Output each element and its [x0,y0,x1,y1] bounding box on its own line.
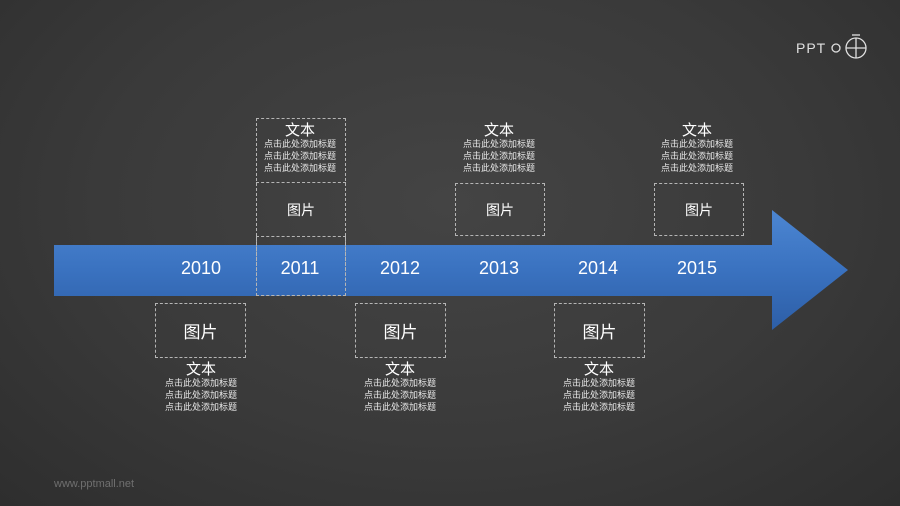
highlight-divider [256,182,346,183]
text-block-2010[interactable]: 文本 点击此处添加标题 点击此处添加标题 点击此处添加标题 [141,360,261,414]
text-block-2015[interactable]: 文本 点击此处添加标题 点击此处添加标题 点击此处添加标题 [637,121,757,175]
year-label-2011: 2011 [280,258,320,278]
year-label-2013: 2013 [478,258,520,278]
text-block-2014[interactable]: 文本 点击此处添加标题 点击此处添加标题 点击此处添加标题 [539,360,659,414]
text-line: 点击此处添加标题 [462,152,535,162]
text-block-2013[interactable]: 文本 点击此处添加标题 点击此处添加标题 点击此处添加标题 [439,121,559,175]
text-line: 点击此处添加标题 [462,164,535,174]
image-label: 图片 [183,323,218,343]
text-line: 点击此处添加标题 [263,164,336,174]
image-label: 图片 [685,202,713,219]
text-title: 文本 [483,121,514,139]
text-title: 文本 [681,121,712,139]
image-placeholder-2012[interactable]: 图片 [355,303,446,358]
year-label-2014: 2014 [577,258,619,278]
text-line: 点击此处添加标题 [462,140,535,150]
text-title: 文本 [384,360,415,378]
text-line: 点击此处添加标题 [164,403,237,413]
footer-url[interactable]: www.pptmall.net [54,478,135,490]
image-placeholder-2015[interactable]: 图片 [654,183,744,236]
year-label-2010: 2010 [180,258,222,278]
image-placeholder-2011[interactable]: 图片 [256,183,346,236]
image-label: 图片 [486,202,514,219]
text-title: 文本 [583,360,614,378]
text-line: 点击此处添加标题 [660,152,733,162]
text-line: 点击此处添加标题 [164,379,237,389]
text-title: 文本 [284,121,315,139]
text-line: 点击此处添加标题 [660,140,733,150]
image-placeholder-2014[interactable]: 图片 [554,303,645,358]
image-label: 图片 [383,323,418,343]
text-line: 点击此处添加标题 [363,379,436,389]
year-label-2015: 2015 [676,258,718,278]
text-line: 点击此处添加标题 [164,391,237,401]
text-line: 点击此处添加标题 [562,379,635,389]
text-block-2011[interactable]: 文本 点击此处添加标题 点击此处添加标题 点击此处添加标题 [240,121,360,175]
image-label: 图片 [287,202,315,219]
image-placeholder-2010[interactable]: 图片 [155,303,246,358]
image-placeholder-2013[interactable]: 图片 [455,183,545,236]
text-line: 点击此处添加标题 [263,140,336,150]
text-line: 点击此处添加标题 [263,152,336,162]
year-label-2012: 2012 [379,258,421,278]
highlight-year-cell-2011 [256,236,346,296]
text-title: 文本 [185,360,216,378]
image-label: 图片 [582,323,617,343]
logo-text: PPT [796,40,827,56]
ppt-mall-logo-icon [831,34,867,59]
text-line: 点击此处添加标题 [660,164,733,174]
text-line: 点击此处添加标题 [562,391,635,401]
text-block-2012[interactable]: 文本 点击此处添加标题 点击此处添加标题 点击此处添加标题 [340,360,460,414]
text-line: 点击此处添加标题 [562,403,635,413]
text-line: 点击此处添加标题 [363,391,436,401]
text-line: 点击此处添加标题 [363,403,436,413]
